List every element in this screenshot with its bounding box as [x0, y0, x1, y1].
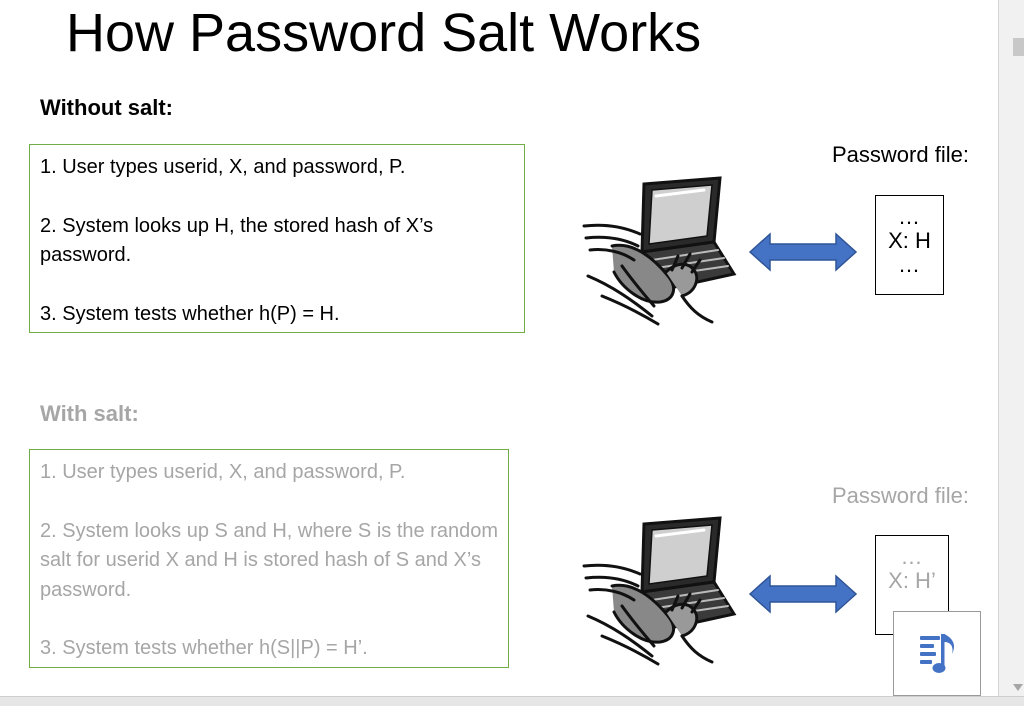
step-1: 1. User types userid, X, and password, P…	[40, 156, 406, 178]
double-arrow-icon[interactable]	[748, 574, 858, 614]
laptop-typing-icon	[582, 516, 737, 666]
scroll-down-arrow-icon[interactable]	[1013, 684, 1023, 691]
step-2: 2. System looks up S and H, where S is t…	[40, 519, 498, 601]
step-1: 1. User types userid, X, and password, P…	[40, 461, 406, 483]
without-salt-steps-box: 1. User types userid, X, and password, P…	[29, 144, 525, 333]
audio-notes-icon	[920, 634, 955, 673]
laptop-typing-icon	[582, 176, 737, 326]
password-file-label: Password file:	[832, 142, 969, 167]
without-salt-heading: Without salt:	[40, 95, 173, 120]
audio-notes-button[interactable]	[893, 611, 981, 696]
file-entry: X: H	[888, 228, 931, 253]
step-3: 3. System tests whether h(P) = H.	[40, 302, 340, 325]
slide: How Password Salt Works Without salt: 1.…	[29, 3, 981, 696]
file-entry: X: H’	[888, 568, 936, 593]
with-salt-heading: With salt:	[40, 401, 139, 426]
vertical-scrollbar[interactable]	[998, 0, 1024, 696]
password-file: … X: H …	[875, 195, 944, 295]
file-ellipsis-top: …	[898, 204, 921, 229]
page-title: How Password Salt Works	[66, 3, 702, 63]
file-ellipsis-top: …	[900, 544, 924, 569]
with-salt-steps-box: 1. User types userid, X, and password, P…	[29, 449, 509, 668]
horizontal-scrollbar[interactable]	[0, 696, 1024, 706]
step-3: 3. System tests whether h(S||P) = H’.	[40, 637, 368, 659]
file-ellipsis-bottom: …	[898, 252, 921, 277]
double-arrow-icon[interactable]	[748, 232, 858, 272]
password-file-label: Password file:	[832, 483, 969, 508]
step-2: 2. System looks up H, the stored hash of…	[40, 214, 434, 267]
scrollbar-thumb[interactable]	[1013, 38, 1024, 56]
